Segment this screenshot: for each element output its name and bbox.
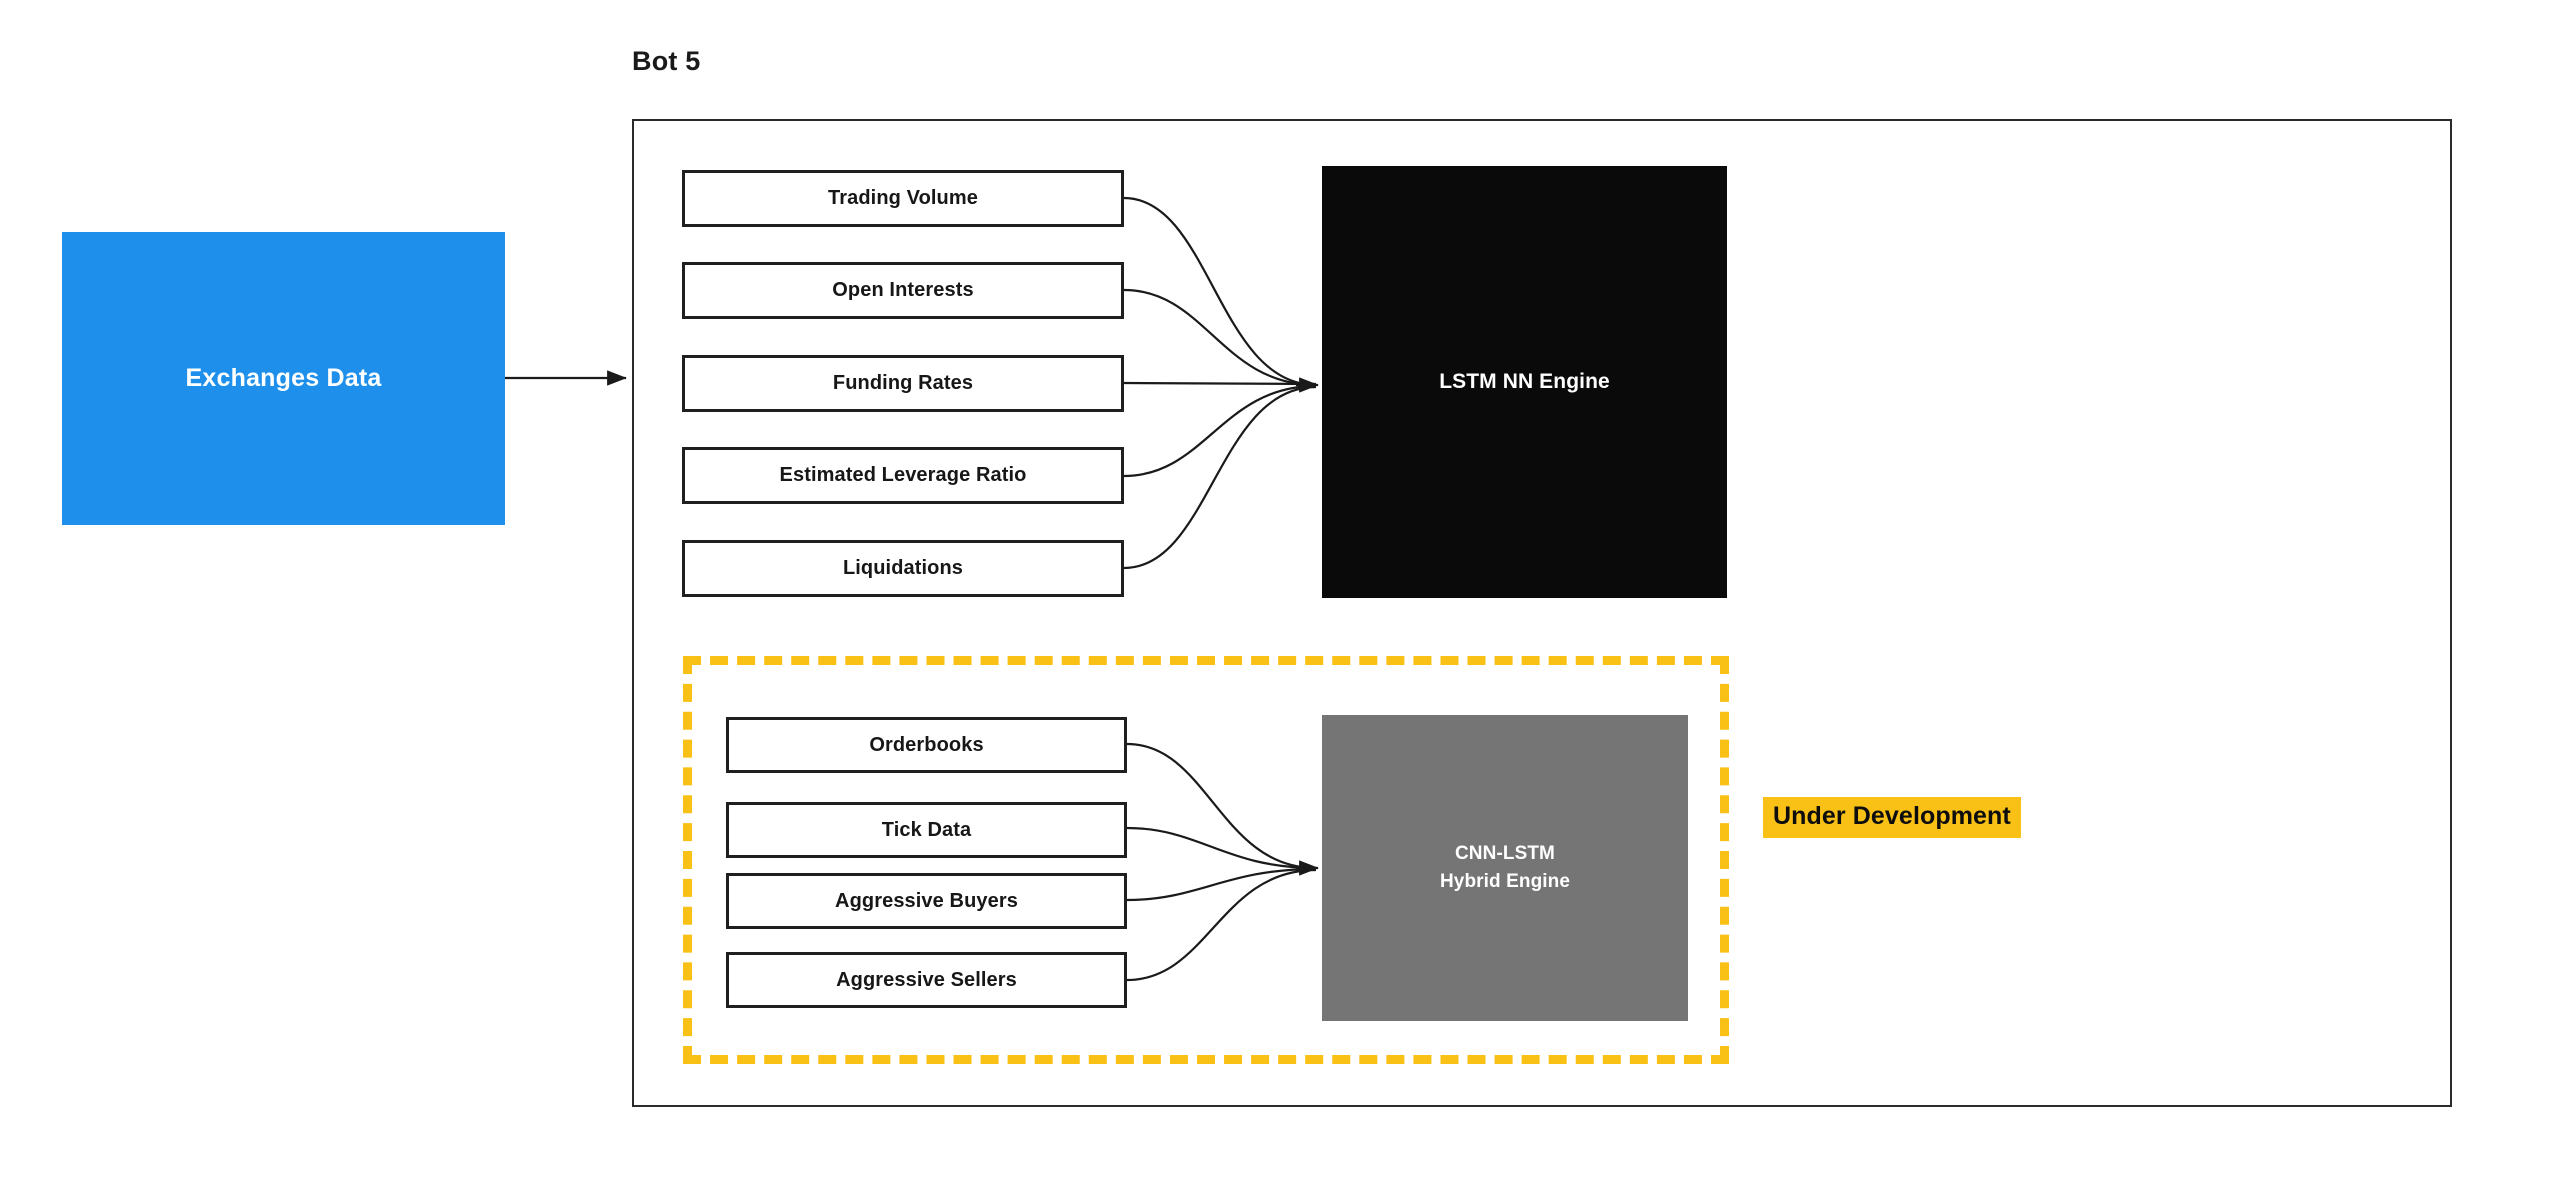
feature-box-aggressive-sellers[interactable]: Aggressive Sellers bbox=[726, 952, 1127, 1008]
bot-container bbox=[632, 119, 2452, 1107]
lstm-nn-engine-label: LSTM NN Engine bbox=[1439, 370, 1610, 393]
feature-box-orderbooks[interactable]: Orderbooks bbox=[726, 717, 1127, 773]
feature-box-tick-data[interactable]: Tick Data bbox=[726, 802, 1127, 858]
feature-label: Aggressive Sellers bbox=[836, 968, 1017, 991]
lstm-nn-engine-box[interactable]: LSTM NN Engine bbox=[1322, 166, 1727, 598]
feature-label: Liquidations bbox=[842, 557, 964, 579]
feature-label: Tick Data bbox=[881, 818, 972, 841]
feature-label: Open Interests bbox=[832, 279, 974, 301]
exchanges-data-box[interactable]: Exchanges Data bbox=[62, 232, 505, 525]
feature-box-estimated-leverage-ratio[interactable]: Estimated Leverage Ratio bbox=[682, 447, 1124, 504]
feature-label: Funding Rates bbox=[832, 372, 974, 394]
feature-box-funding-rates[interactable]: Funding Rates bbox=[682, 355, 1124, 412]
engine-label-line1: CNN-LSTM bbox=[1454, 843, 1555, 865]
feature-label: Trading Volume bbox=[828, 187, 978, 209]
feature-box-aggressive-buyers[interactable]: Aggressive Buyers bbox=[726, 873, 1127, 929]
feature-label: Aggressive Buyers bbox=[835, 889, 1018, 912]
page-title: Bot 5 bbox=[632, 46, 701, 76]
feature-label: Estimated Leverage Ratio bbox=[779, 464, 1027, 486]
feature-box-liquidations[interactable]: Liquidations bbox=[682, 540, 1124, 597]
engine-label-line2: Hybrid Engine bbox=[1439, 871, 1571, 892]
feature-box-open-interests[interactable]: Open Interests bbox=[682, 262, 1124, 319]
status-badge: Under Development bbox=[1763, 797, 2021, 838]
exchanges-data-label: Exchanges Data bbox=[185, 364, 382, 392]
feature-label: Orderbooks bbox=[869, 733, 984, 756]
cnn-lstm-hybrid-engine-label: CNN-LSTM Hybrid Engine bbox=[1440, 840, 1570, 895]
cnn-lstm-hybrid-engine-box[interactable]: CNN-LSTM Hybrid Engine bbox=[1322, 715, 1688, 1021]
feature-box-trading-volume[interactable]: Trading Volume bbox=[682, 170, 1124, 227]
